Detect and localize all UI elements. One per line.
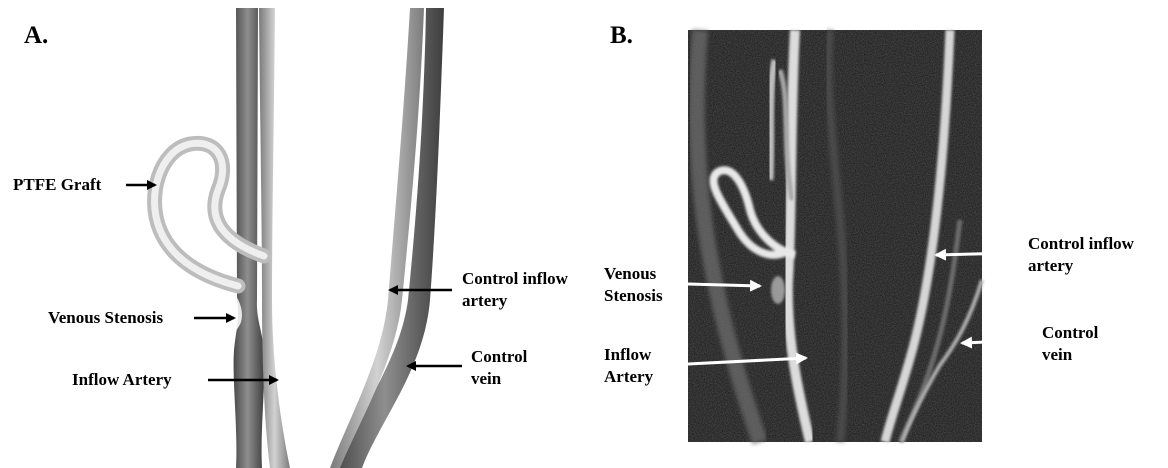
label-b-venous-stenosis-line2: Stenosis bbox=[604, 285, 663, 307]
control-vein bbox=[336, 8, 444, 468]
panel-b-image bbox=[688, 30, 982, 442]
label-b-inflow-artery-line1: Inflow bbox=[604, 344, 653, 366]
label-b-venous-stenosis-line1: Venous bbox=[604, 263, 663, 285]
panel-a-letter: A. bbox=[24, 22, 48, 50]
label-a-venous-stenosis: Venous Stenosis bbox=[48, 307, 163, 329]
arrow-b-venous-stenosis bbox=[688, 284, 760, 286]
label-a-control-vein: Control vein bbox=[471, 346, 527, 390]
label-a-control-vein-line2: vein bbox=[471, 368, 527, 390]
label-b-inflow-artery-line2: Artery bbox=[604, 366, 653, 388]
inflow-artery bbox=[259, 8, 290, 468]
label-b-control-vein-line2: vein bbox=[1042, 344, 1098, 366]
label-a-control-inflow-artery-line2: artery bbox=[462, 290, 568, 312]
label-b-control-inflow-artery-line1: Control inflow bbox=[1028, 233, 1134, 255]
label-b-control-vein: Control vein bbox=[1042, 322, 1098, 366]
label-b-inflow-artery: Inflow Artery bbox=[604, 344, 653, 388]
label-a-inflow-artery: Inflow Artery bbox=[72, 369, 172, 391]
label-b-venous-stenosis: Venous Stenosis bbox=[604, 263, 663, 307]
label-a-control-inflow-artery-line1: Control inflow bbox=[462, 268, 568, 290]
label-a-control-inflow-artery: Control inflow artery bbox=[462, 268, 568, 312]
arrow-b-control-vein bbox=[962, 341, 1012, 343]
panel-a-model bbox=[155, 8, 444, 468]
mra-venous-stenosis bbox=[771, 276, 785, 304]
label-a-control-vein-line1: Control bbox=[471, 346, 527, 368]
panel-b-letter: B. bbox=[610, 22, 633, 50]
label-b-control-vein-line1: Control bbox=[1042, 322, 1098, 344]
label-b-control-inflow-artery-line2: artery bbox=[1028, 255, 1134, 277]
label-b-control-inflow-artery: Control inflow artery bbox=[1028, 233, 1134, 277]
label-a-graft: PTFE Graft bbox=[13, 174, 101, 196]
arrow-b-control-inflow-artery bbox=[936, 253, 1012, 255]
